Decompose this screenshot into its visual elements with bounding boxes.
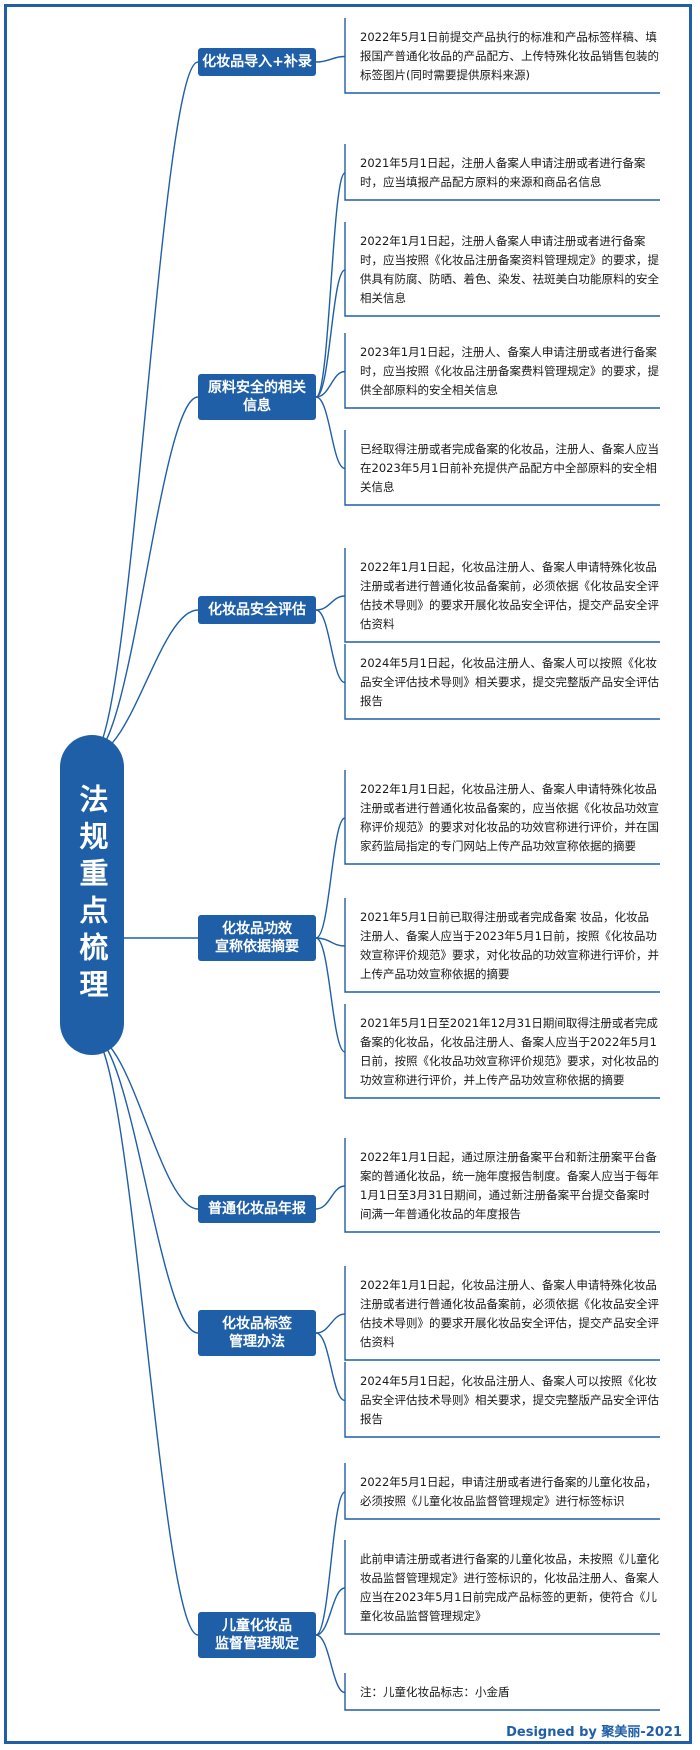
leaf-text: 2022年1月1日起，通过原注册备案平台和新注册案平台备案的普通化妆品，统一施年… bbox=[360, 1150, 659, 1221]
leaf-bracket bbox=[344, 1540, 660, 1635]
branch-connector bbox=[315, 370, 346, 398]
leaf-text: 2021年5月1日至2021年12月31日期间取得注册或者完成备案的化妆品，化妆… bbox=[360, 1016, 659, 1087]
leaf-text: 2022年1月1日起，化妆品注册人、备案人申请特殊化妆品注册或者进行普通化妆品备… bbox=[360, 782, 659, 853]
border-frame bbox=[4, 4, 692, 1744]
leaf-text: 2022年1月1日起，化妆品注册人、备案人申请特殊化妆品注册或者进行普通化妆品备… bbox=[360, 1278, 659, 1349]
branch-label: 化妆品标签管理办法 bbox=[198, 1310, 316, 1356]
leaf-text: 2022年1月1日起，注册人备案人申请注册或者进行备案时，应当按照《化妆品注册备… bbox=[360, 234, 659, 305]
branch-label: 原料安全的相关信息 bbox=[198, 374, 316, 420]
leaf-text: 2024年5月1日起，化妆品注册人、备案人可以按照《化妆品安全评估技术导则》相关… bbox=[360, 1374, 659, 1426]
branch-label: 普通化妆品年报 bbox=[198, 1195, 316, 1223]
leaf-bracket bbox=[344, 644, 660, 720]
leaf-text: 2022年5月1日前提交产品执行的标准和产品标签样稿、填报国产普通化妆品的产品配… bbox=[360, 30, 659, 82]
leaf-text: 已经取得注册或者完成备案的化妆品，注册人、备案人应当在2023年5月1日前补充提… bbox=[360, 442, 659, 494]
leaf-bracket bbox=[344, 1463, 660, 1520]
leaf-text: 此前申请注册或者进行备案的儿童化妆品，未按照《儿童化妆品监督管理规定》进行签标识… bbox=[360, 1552, 659, 1623]
branch-label: 化妆品功效宣称依据摘要 bbox=[198, 915, 316, 961]
leaf-bracket bbox=[344, 144, 660, 201]
leaf-text: 2022年5月1日起，申请注册或者进行备案的儿童化妆品，必须按照《儿童化妆品监督… bbox=[360, 1475, 657, 1508]
leaf-bracket bbox=[344, 430, 660, 506]
leaf-bracket bbox=[344, 1138, 660, 1233]
branch-connector bbox=[315, 1634, 346, 1694]
branch-connector bbox=[315, 609, 346, 684]
branch-connector bbox=[315, 55, 346, 63]
branch-label: 化妆品导入+补录 bbox=[198, 48, 316, 76]
branch-label: 化妆品安全评估 bbox=[198, 596, 316, 624]
branch-connector bbox=[315, 172, 346, 398]
leaf-bracket bbox=[344, 1673, 660, 1711]
branch-connector bbox=[315, 1332, 346, 1402]
leaf-text: 注：儿童化妆品标志：小金盾 bbox=[360, 1685, 510, 1699]
branch-connector bbox=[315, 937, 346, 1053]
branch-connector bbox=[315, 269, 346, 398]
branch-connector bbox=[315, 937, 346, 947]
leaf-bracket bbox=[344, 333, 660, 409]
branch-connector bbox=[315, 1587, 346, 1636]
leaf-text: 2024年5月1日起，化妆品注册人、备案人可以按照《化妆品安全评估技术导则》相关… bbox=[360, 656, 659, 708]
branch-label: 儿童化妆品监督管理规定 bbox=[198, 1612, 316, 1658]
leaf-text: 2021年5月1日起，注册人备案人申请注册或者进行备案时，应当填报产品配方原料的… bbox=[360, 156, 646, 189]
leaf-bracket bbox=[344, 1362, 660, 1438]
leaf-bracket bbox=[344, 222, 660, 317]
root-connector bbox=[91, 61, 199, 756]
root-node: 法规重点梳理 bbox=[60, 735, 124, 1055]
root-connector bbox=[91, 1034, 199, 1636]
root-connector bbox=[91, 609, 199, 756]
root-title: 法规重点梳理 bbox=[75, 784, 109, 1006]
leaf-bracket bbox=[344, 1266, 660, 1361]
leaf-bracket bbox=[344, 898, 660, 993]
leaf-bracket bbox=[344, 548, 660, 643]
branch-connector bbox=[315, 1491, 346, 1636]
leaf-text: 2023年1月1日起，注册人、备案人申请注册或者进行备案时，应当按照《化妆品注册… bbox=[360, 345, 659, 397]
branch-connector bbox=[315, 396, 346, 470]
leaf-bracket bbox=[344, 770, 660, 865]
root-connector bbox=[91, 1034, 199, 1334]
designer-credit: Designed by 聚美丽-2021 bbox=[506, 1725, 682, 1740]
leaf-text: 2022年1月1日起，化妆品注册人、备案人申请特殊化妆品注册或者进行普通化妆品备… bbox=[360, 560, 659, 631]
root-connector bbox=[91, 396, 199, 756]
leaf-bracket bbox=[344, 18, 660, 94]
leaf-bracket bbox=[344, 1004, 660, 1099]
branch-connector bbox=[315, 1185, 346, 1210]
branch-connector bbox=[315, 817, 346, 939]
branch-connector bbox=[315, 595, 346, 611]
branch-connector bbox=[315, 1313, 346, 1334]
leaf-text: 2021年5月1日前已取得注册或者完成备案 妆品，化妆品注册人、备案人应当于20… bbox=[360, 910, 659, 981]
